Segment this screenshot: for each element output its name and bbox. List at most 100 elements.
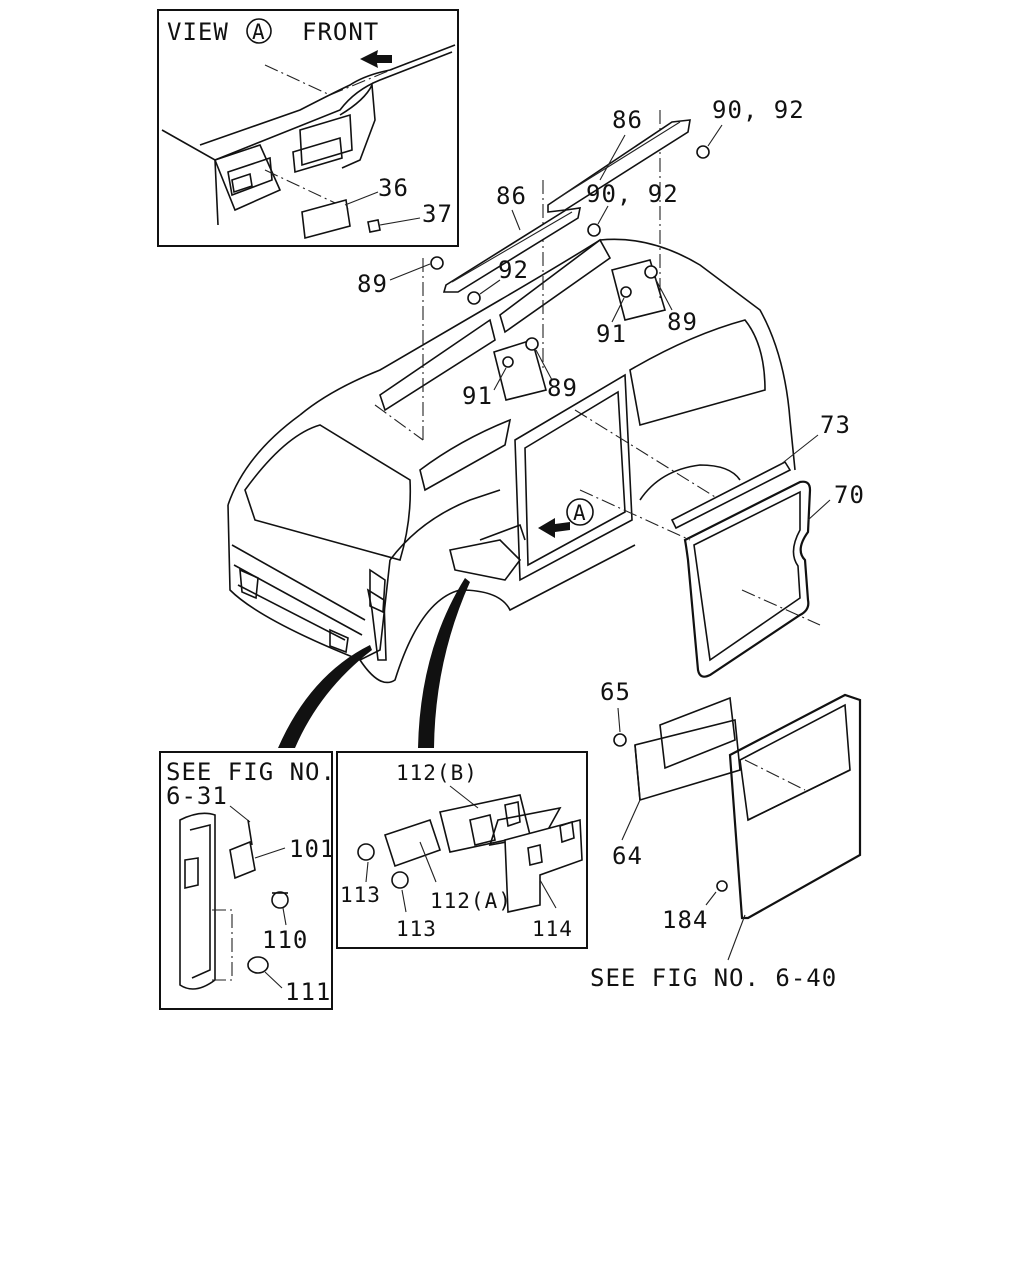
inset-hinge-frame	[159, 751, 333, 1010]
part-89-right-clip	[644, 265, 658, 279]
label-89-left: 89	[357, 270, 388, 298]
label-64: 64	[612, 842, 643, 870]
part-89-mid-clip	[525, 337, 539, 351]
see-fig-6-40: SEE FIG NO. 6-40	[590, 964, 837, 992]
sliding-door: 64 65 184 SEE FIG NO. 6-40	[590, 678, 862, 992]
pointer-to-rail-inset	[418, 578, 470, 748]
leader-113-bottom	[401, 889, 407, 913]
label-91-right: 91	[596, 320, 627, 348]
door-weatherstrip: 73 70	[670, 411, 864, 678]
roof-clips: 89 89 91 89 91	[357, 256, 698, 410]
sliding-door-opening	[514, 373, 633, 582]
leader-112a	[419, 841, 437, 883]
label-89-right: 89	[667, 308, 698, 336]
label-110: 110	[262, 926, 308, 954]
leader-110	[282, 907, 287, 926]
leader-92	[479, 279, 501, 295]
leader-86-rear	[599, 134, 626, 181]
leader-89-mid	[535, 349, 553, 381]
label-73: 73	[820, 411, 851, 439]
leader-73	[779, 434, 819, 466]
rear-bracket	[611, 259, 667, 321]
roof-window-front	[379, 318, 496, 412]
inset-view-a: VIEW A FRONT 36 37	[157, 9, 459, 247]
door-trim-upper	[659, 696, 736, 770]
inset-view-a-circle-letter: A	[252, 20, 266, 44]
leader-86-front	[511, 209, 521, 231]
label-90-92-rear: 90, 92	[712, 96, 805, 124]
leader-89-right	[654, 277, 673, 311]
label-90-92-mid: 90, 92	[586, 180, 679, 208]
see-fig-6-31-line1: SEE FIG NO.	[166, 758, 336, 786]
leader-70	[807, 499, 831, 521]
label-arrow-a: A	[573, 501, 587, 525]
part-112a-plate	[383, 818, 442, 868]
sliding-door-panel	[728, 693, 862, 920]
label-113-top: 113	[340, 883, 381, 907]
label-112b: 112(B)	[396, 761, 478, 785]
label-184: 184	[662, 906, 708, 934]
inset-rail-frame	[336, 751, 588, 949]
view-a-circle	[246, 18, 272, 44]
leader-111	[264, 971, 283, 989]
part-101-hinge	[229, 840, 256, 880]
leader-101	[254, 847, 286, 859]
part-91-left-clip	[502, 356, 514, 368]
label-89-mid: 89	[547, 374, 578, 402]
inset-rail: 112(B) 112(A) 113 113 114	[336, 751, 588, 949]
part-37-screw	[367, 219, 381, 233]
part-64-trim-panel	[634, 718, 741, 802]
leader-37	[379, 217, 421, 226]
windshield	[244, 424, 412, 561]
inset-view-a-frame	[157, 9, 459, 247]
part-73-strip	[670, 460, 792, 530]
part-184-stopper	[716, 880, 728, 892]
inset-view-a-title-suffix: FRONT	[302, 18, 379, 46]
view-a-pointer: A	[538, 498, 594, 538]
turn-lamp	[329, 628, 349, 654]
label-113-bottom: 113	[396, 917, 437, 941]
leader-36	[344, 191, 379, 206]
roof-window-rear	[499, 238, 612, 334]
part-113-bottom-bolt	[391, 871, 409, 889]
view-a-arrow-icon	[538, 518, 570, 538]
part-89-left-clip	[430, 256, 444, 270]
leader-see-6-40	[727, 914, 746, 961]
side-window-front	[419, 418, 512, 492]
roof-rail-rear: 86 90, 92	[547, 96, 805, 213]
leader-184	[705, 891, 717, 906]
part-86-front-rail	[442, 207, 582, 293]
leader-89-left	[389, 263, 431, 281]
part-114-cover	[504, 818, 583, 913]
label-114: 114	[532, 917, 573, 941]
front-arrow-icon	[360, 50, 392, 68]
part-86-rear-rail	[547, 119, 691, 213]
inset-hinge: SEE FIG NO. 6-31 101 110 111	[159, 751, 336, 1010]
leader-91-right	[611, 297, 625, 323]
leader-90-92-mid	[597, 205, 609, 225]
part-111-cap	[247, 956, 269, 974]
part-70-seal	[683, 480, 812, 678]
view-a-pointer-circle	[566, 498, 594, 526]
part-113-top-bolt	[357, 843, 375, 861]
part-92-bolt	[467, 291, 481, 305]
part-91-right-clip	[620, 286, 632, 298]
leader-90-92-rear	[707, 124, 723, 147]
part-65-clip	[613, 733, 627, 747]
label-92: 92	[498, 256, 529, 284]
label-111: 111	[285, 978, 331, 1006]
mid-bracket	[493, 338, 547, 401]
label-37: 37	[422, 200, 453, 228]
see-fig-6-31-line2: 6-31	[166, 782, 228, 810]
leader-64	[621, 799, 641, 841]
label-112a: 112(A)	[430, 889, 512, 913]
view-a-body-sketch	[161, 44, 456, 226]
label-101: 101	[289, 835, 335, 863]
leader-91-left	[493, 367, 507, 391]
roof-rail-front: 86 90, 92 92	[442, 180, 679, 305]
hinge-area	[449, 539, 522, 581]
part-90-mid-bolt	[587, 223, 601, 237]
part-36-cover	[301, 198, 351, 240]
side-window-rear	[629, 319, 766, 427]
